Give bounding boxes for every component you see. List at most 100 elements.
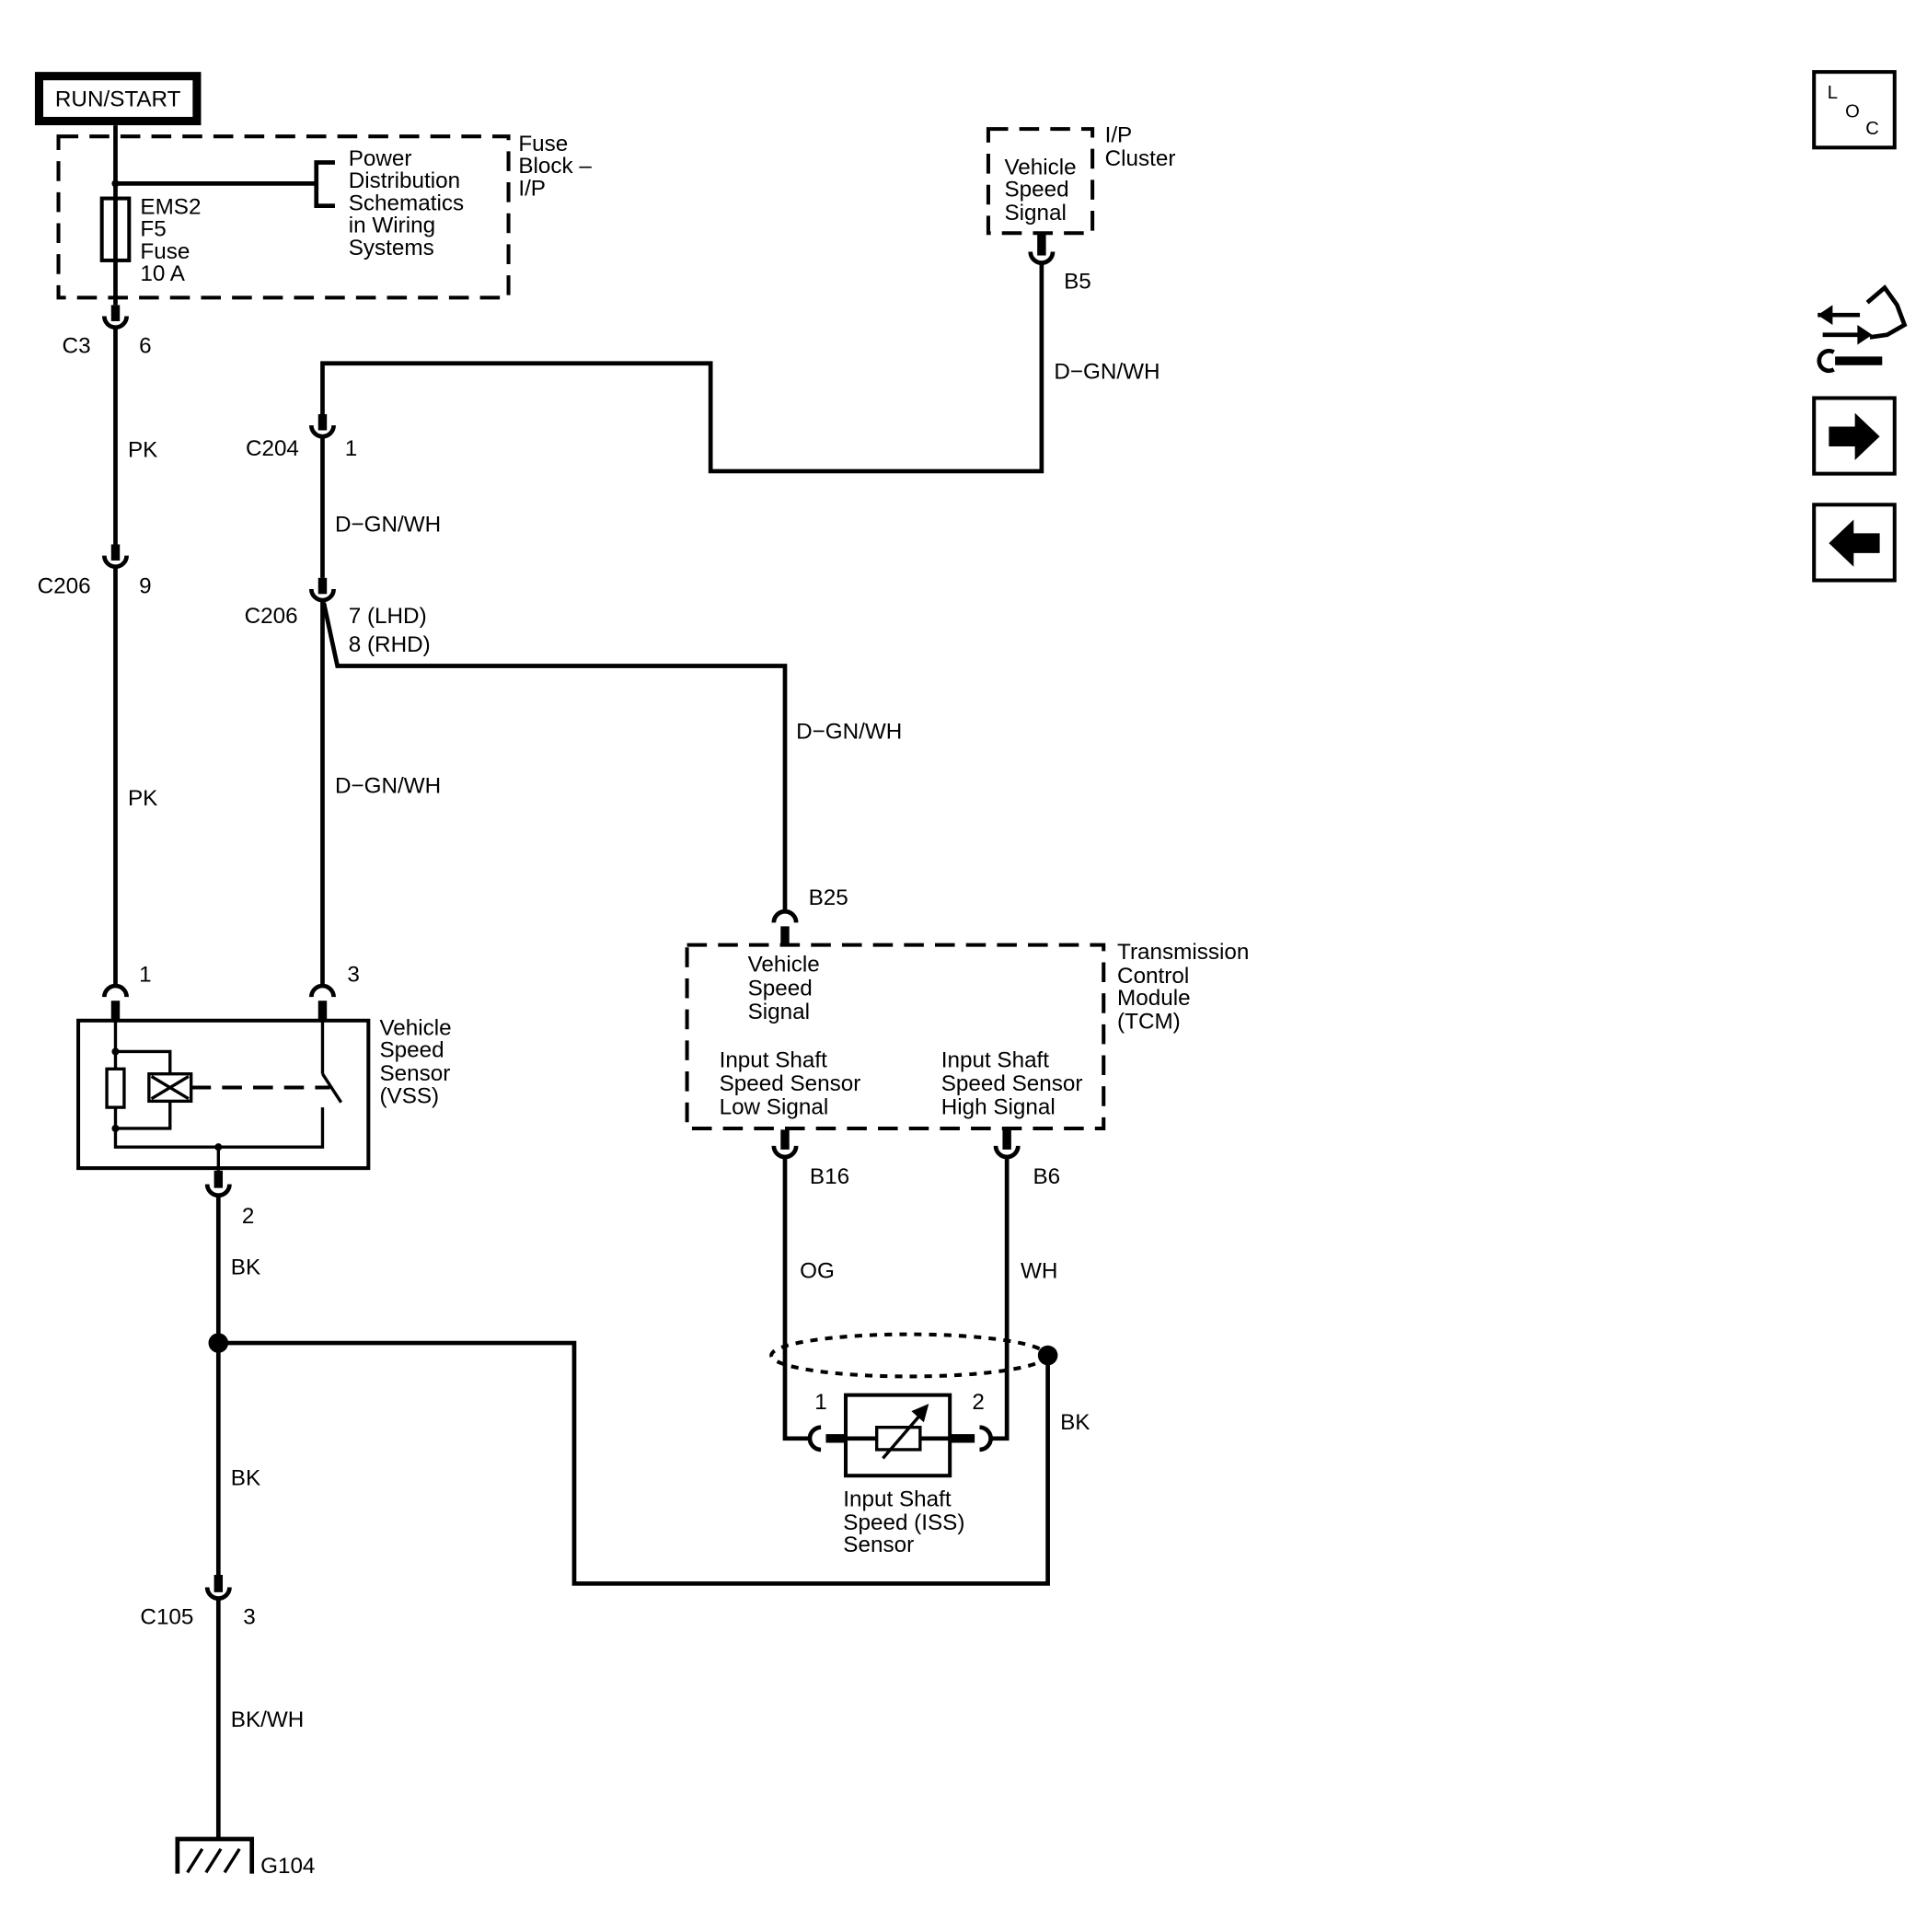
location-icon-letter: L [1828, 83, 1838, 103]
iss-pin-2-socket [979, 1425, 993, 1452]
transmission-control-module: B25 Transmission Control Module (TCM) Ve… [685, 885, 1249, 1189]
wire-color-label: BK [231, 1465, 260, 1490]
input-shaft-speed-circuit: OG WH BK 1 2 Input Shaft Speed (ISS) Sen… [218, 1156, 1090, 1586]
ground-name: G104 [260, 1854, 315, 1879]
vss-switch-contact [321, 1072, 343, 1104]
wire-color-label: D−GN/WH [1054, 360, 1160, 385]
wire-color-label: BK [1060, 1410, 1090, 1435]
tcm-label: Control [1117, 964, 1189, 989]
tcm-iss-low-input: Low Signal [720, 1095, 829, 1120]
right-arrow-icon [1829, 412, 1880, 460]
ip-cluster-outline [986, 127, 1095, 236]
connector-c206-name: C206 [245, 604, 298, 629]
vss-label: Vehicle [379, 1015, 451, 1040]
wire-color-label: PK [128, 786, 157, 811]
iss-high-wire [990, 1156, 1010, 1441]
vss-junction-dot [111, 1047, 120, 1056]
fuse-rating: 10 A [140, 261, 185, 286]
previous-page-button[interactable] [1812, 503, 1897, 583]
vss-label: Speed [379, 1038, 444, 1063]
connector-c206-pin-rhd: 8 (RHD) [349, 632, 431, 657]
tcm-label: Module [1117, 986, 1191, 1011]
iss-variable-arrowhead [911, 1404, 929, 1423]
vss-junction-dot [111, 1124, 120, 1133]
tcm-iss-low-input: Input Shaft [720, 1047, 828, 1072]
iss-label: Input Shaft [843, 1487, 952, 1511]
vss-coil-x [150, 1074, 190, 1101]
iss-variable-arrow [882, 1412, 923, 1460]
vss-pin-3-socket [308, 983, 336, 998]
connector-b5-name: B5 [1064, 269, 1091, 294]
connector-b16-name: B16 [810, 1164, 849, 1189]
vehicle-speed-sensor: 1 3 Vehicle Speed Sensor (VSS) 2 [76, 962, 452, 1229]
ip-cluster-circuit: Speed [1004, 178, 1068, 202]
ip-cluster-label: I/P [1105, 122, 1133, 147]
vss-pin-2-number: 2 [242, 1204, 255, 1229]
connector-c3-name: C3 [63, 333, 91, 358]
connector-wrench-icon-jaw [1817, 348, 1835, 374]
ip-cluster: I/P Cluster Vehicle Speed Signal B5 [986, 122, 1176, 294]
vss-internal-wiring [113, 1019, 325, 1149]
ground-symbol [175, 1836, 255, 1874]
power-distribution-reference: Distribution [349, 168, 460, 193]
wire-color-label: OG [800, 1258, 835, 1283]
location-icon-letter: O [1845, 101, 1860, 121]
cluster-signal-wire [320, 262, 1044, 474]
fuse-name: EMS2 [140, 194, 201, 219]
vehicle-speed-signal-circuit: D−GN/WH C204 1 D−GN/WH C206 7 (LHD) 8 (R… [245, 262, 1160, 987]
iss-pin-2-number: 2 [972, 1390, 985, 1415]
tcm-iss-high-input: Speed Sensor [941, 1071, 1083, 1096]
power-distribution-reference: in Wiring [349, 214, 435, 238]
iss-pin-1-number: 1 [814, 1390, 827, 1415]
iss-label: Sensor [843, 1533, 914, 1557]
wire-color-label: BK/WH [231, 1707, 305, 1732]
iss-pin-1-socket [807, 1425, 822, 1452]
connector-c206-socket [102, 555, 129, 570]
vss-pin-1-socket [102, 983, 129, 998]
vss-label: (VSS) [379, 1083, 439, 1108]
fuse-block-outline [56, 134, 511, 300]
tcm-label: (TCM) [1117, 1010, 1181, 1035]
connector-c3-socket [102, 316, 129, 330]
power-distribution-bracket [314, 160, 335, 208]
connector-b25-socket [771, 908, 799, 923]
fuse-block-label: Fuse [518, 132, 568, 156]
vss-resistor [105, 1067, 126, 1109]
iss-variable-resistor [875, 1425, 922, 1452]
wire-color-label: WH [1021, 1258, 1057, 1283]
left-arrow-icon [1829, 519, 1880, 567]
c206-to-tcm-wire [321, 602, 788, 912]
iss-housing [843, 1393, 952, 1478]
tcm-vss-input: Signal [748, 1000, 810, 1024]
fuse-block: Fuse Block – I/P EMS2 F5 Fuse 10 A Power… [56, 132, 592, 300]
location-button[interactable]: L O C [1812, 70, 1897, 150]
power-distribution-reference: Schematics [349, 191, 464, 215]
tcm-vss-input: Vehicle [748, 953, 820, 978]
vss-pin-3-number: 3 [347, 962, 360, 987]
ip-cluster-circuit: Vehicle [1004, 155, 1076, 179]
ground-symbol-hatch [186, 1847, 241, 1874]
shield-drain-wire [218, 1340, 1050, 1586]
fuse-name: Fuse [140, 239, 190, 264]
location-icon[interactable] [1812, 70, 1897, 150]
connector-wrench-button[interactable] [1810, 279, 1908, 376]
fuse-block-label: I/P [518, 176, 546, 201]
connector-c3-pin-number: 6 [139, 333, 152, 358]
connector-c204-name: C204 [246, 436, 299, 461]
ip-cluster-label: Cluster [1105, 146, 1176, 171]
tcm-vss-input: Speed [748, 976, 813, 1001]
tcm-label: Transmission [1117, 940, 1249, 965]
vss-housing [76, 1018, 371, 1171]
next-page-button[interactable] [1812, 396, 1897, 476]
location-icon-letter: C [1865, 119, 1879, 139]
power-box-inner [40, 78, 195, 119]
wire-color-label: D−GN/WH [335, 512, 441, 537]
wire-color-label: D−GN/WH [796, 719, 902, 744]
connector-wrench-icon-arrow [1817, 305, 1833, 325]
connector-c105-pin-number: 3 [243, 1604, 256, 1629]
pk-power-circuit: C3 6 PK C206 9 PK [38, 125, 157, 987]
tcm-iss-low-input: Speed Sensor [720, 1071, 861, 1096]
vss-label: Sensor [379, 1061, 450, 1086]
connector-b6-name: B6 [1033, 1164, 1060, 1189]
